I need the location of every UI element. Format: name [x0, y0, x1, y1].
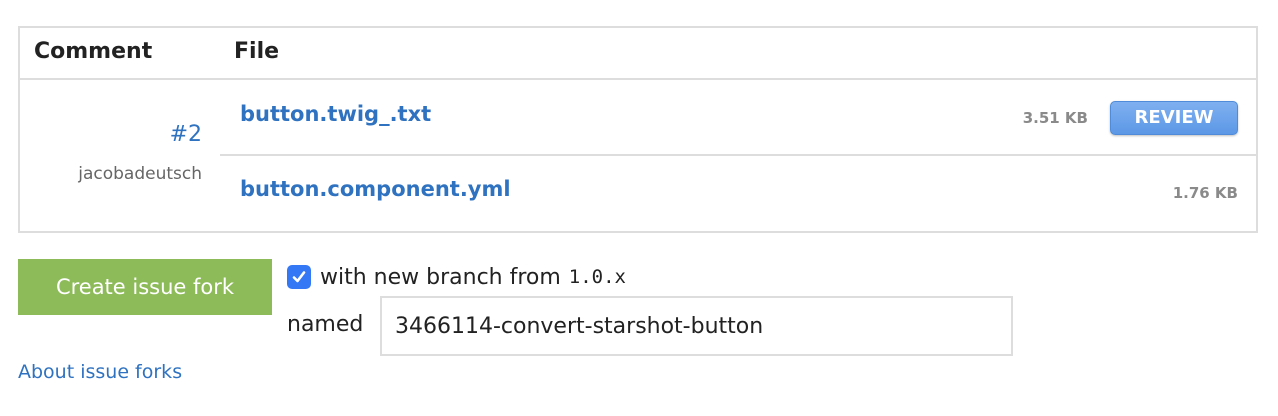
checkmark-icon — [292, 271, 306, 283]
column-header-file: File — [234, 39, 280, 64]
new-branch-checkbox[interactable] — [287, 265, 311, 289]
about-issue-forks-link[interactable]: About issue forks — [18, 361, 183, 383]
comment-author: jacobadeutsch — [78, 164, 202, 184]
source-branch: 1.0.x — [568, 266, 626, 288]
file-size: 1.76 KB — [1172, 184, 1238, 202]
named-label: named — [287, 312, 364, 337]
file-row: button.component.yml 1.76 KB — [220, 157, 1256, 231]
create-issue-fork-button[interactable]: Create issue fork — [18, 259, 272, 315]
new-branch-label: with new branch from — [320, 264, 561, 290]
files-table: Comment File #2 jacobadeutsch button.twi… — [18, 26, 1258, 233]
column-header-comment: Comment — [34, 39, 153, 64]
table-header: Comment File — [20, 28, 1256, 80]
new-branch-option: with new branch from 1.0.x — [287, 263, 626, 291]
file-size: 3.51 KB — [1022, 109, 1088, 127]
file-row: button.twig_.txt 3.51 KB REVIEW — [220, 82, 1256, 156]
file-link[interactable]: button.twig_.txt — [240, 102, 432, 126]
branch-name-input[interactable] — [380, 296, 1013, 356]
comment-number-link[interactable]: #2 — [169, 122, 202, 147]
review-button[interactable]: REVIEW — [1110, 101, 1238, 135]
file-link[interactable]: button.component.yml — [240, 177, 511, 201]
comment-cell: #2 jacobadeutsch — [20, 82, 220, 231]
